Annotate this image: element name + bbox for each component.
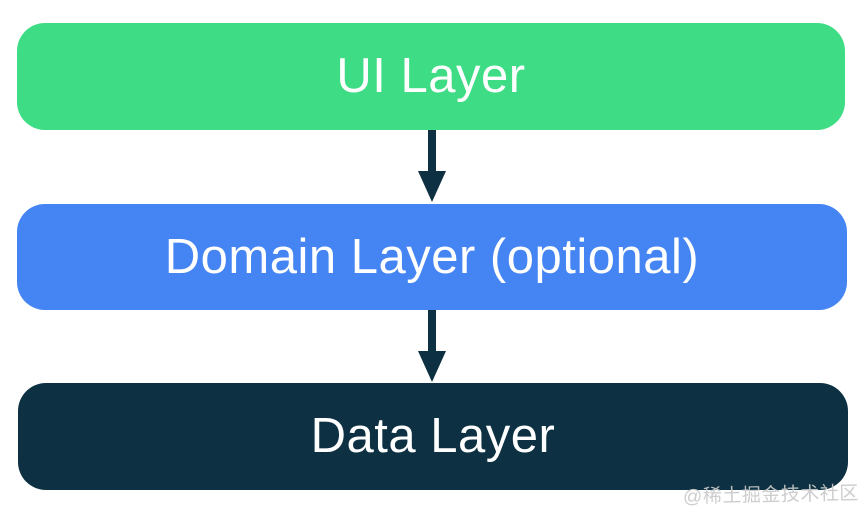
arrow-shaft [428, 310, 436, 351]
ui-layer-label: UI Layer [336, 49, 526, 103]
arrow-domain-to-data [418, 310, 446, 382]
arrow-down-icon [418, 171, 446, 202]
domain-layer-label: Domain Layer (optional) [164, 229, 700, 284]
arrow-shaft [428, 130, 436, 171]
data-layer-label: Data Layer [310, 409, 556, 463]
ui-layer-box: UI Layer [17, 23, 845, 130]
domain-layer-box: Domain Layer (optional) [17, 204, 847, 310]
watermark: @稀土掘金技术社区 [683, 483, 860, 508]
data-layer-box: Data Layer [18, 383, 848, 490]
arrow-ui-to-domain [418, 130, 446, 202]
arrow-down-icon [418, 351, 446, 382]
